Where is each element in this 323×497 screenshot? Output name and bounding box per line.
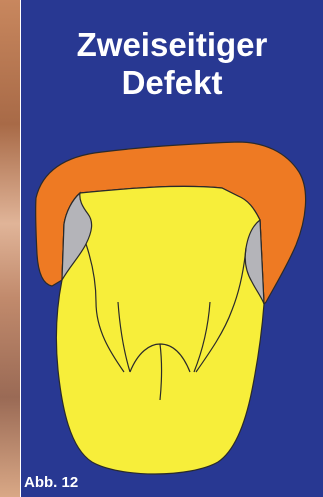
figure-caption: Abb. 12 bbox=[24, 474, 78, 492]
